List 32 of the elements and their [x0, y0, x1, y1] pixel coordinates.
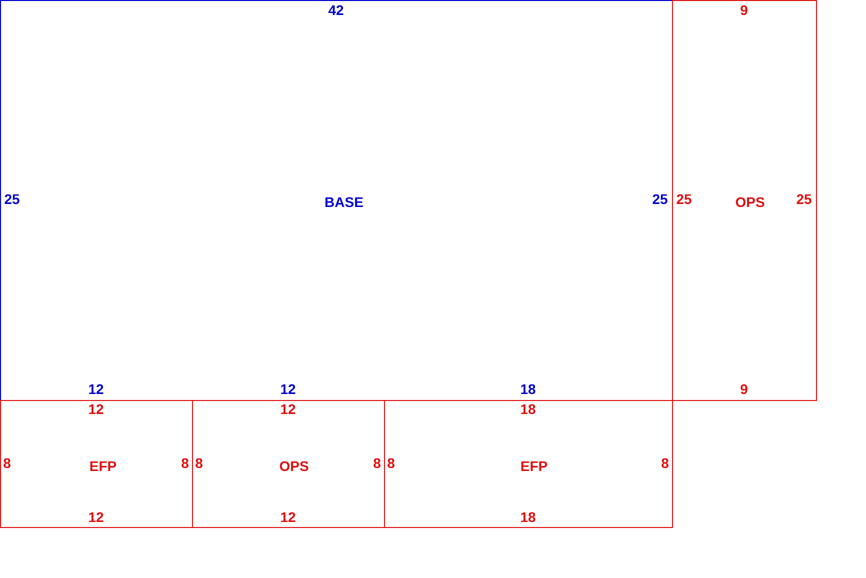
area-label: EFP: [89, 459, 117, 473]
plan-area: [192, 400, 385, 528]
dimension-label: 12: [280, 510, 296, 524]
area-label: EFP: [520, 459, 548, 473]
dimension-label: 12: [88, 382, 104, 396]
dimension-label: 8: [181, 456, 189, 470]
dimension-label: 12: [88, 402, 104, 416]
dimension-label: 25: [652, 192, 668, 206]
dimension-label: 18: [520, 510, 536, 524]
area-label: BASE: [324, 195, 364, 209]
dimension-label: 25: [796, 192, 812, 206]
plan-area: [0, 400, 193, 528]
dimension-label: 9: [740, 382, 748, 396]
dimension-label: 9: [740, 3, 748, 17]
dimension-label: 25: [676, 192, 692, 206]
dimension-label: 8: [195, 456, 203, 470]
dimension-label: 8: [3, 456, 11, 470]
dimension-label: 12: [88, 510, 104, 524]
plan-area: [672, 0, 817, 401]
dimension-label: 8: [387, 456, 395, 470]
dimension-label: 8: [373, 456, 381, 470]
dimension-label: 8: [661, 456, 669, 470]
dimension-label: 25: [4, 192, 20, 206]
dimension-label: 18: [520, 382, 536, 396]
dimension-label: 12: [280, 402, 296, 416]
area-label: OPS: [279, 459, 309, 473]
dimension-label: 42: [328, 3, 344, 17]
plan-area: [0, 0, 673, 401]
dimension-label: 12: [280, 382, 296, 396]
area-label: OPS: [735, 195, 765, 209]
plan-area: [384, 400, 673, 528]
dimension-label: 18: [520, 402, 536, 416]
